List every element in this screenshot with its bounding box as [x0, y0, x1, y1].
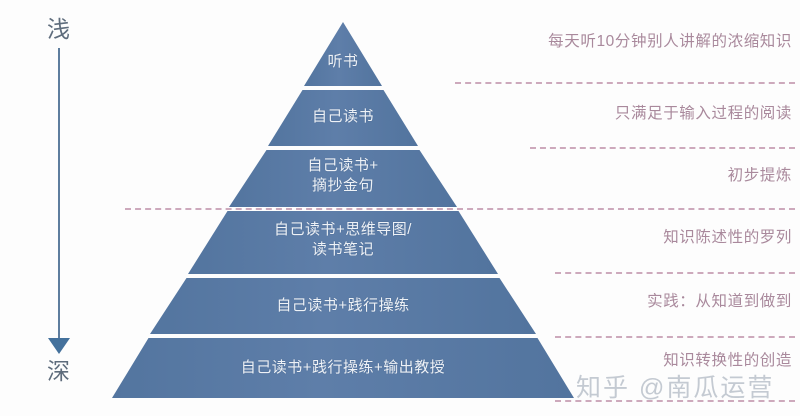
annotation-3: 初步提炼	[727, 167, 792, 184]
pyramid-band-2-label: 自己读书	[311, 108, 374, 125]
pyramid-band-3-label: 自己读书+ 摘抄金句	[307, 157, 379, 194]
annotation-1: 每天听10分钟别人讲解的浓缩知识	[548, 33, 792, 50]
arrow-down-icon	[48, 338, 70, 354]
pyramid-band-1-label: 听书	[327, 53, 359, 70]
annotation-5: 实践：从知道到做到	[647, 293, 792, 310]
annotation-2: 只满足于输入过程的阅读	[614, 105, 792, 122]
pyramid-band-4-label: 自己读书+思维导图/ 读书笔记	[274, 221, 412, 258]
annotation-divider-5	[555, 336, 795, 338]
pyramid-band-5-label: 自己读书+践行操练	[276, 297, 410, 314]
axis-line	[58, 48, 60, 344]
pyramid-band-6-label: 自己读书+践行操练+输出教授	[240, 359, 446, 376]
axis-label-shallow: 浅	[47, 16, 71, 42]
axis-label-deep: 深	[47, 358, 71, 384]
annotation-divider-6	[555, 400, 795, 402]
annotation-6: 知识转换性的创造	[663, 352, 792, 369]
watermark: 知乎 @南瓜运营	[576, 374, 775, 402]
annotation-4: 知识陈述性的罗列	[663, 229, 792, 246]
annotation-divider-3	[125, 208, 795, 210]
annotation-divider-4	[555, 272, 795, 274]
annotation-divider-2	[530, 147, 795, 149]
annotation-divider-1	[455, 82, 795, 84]
